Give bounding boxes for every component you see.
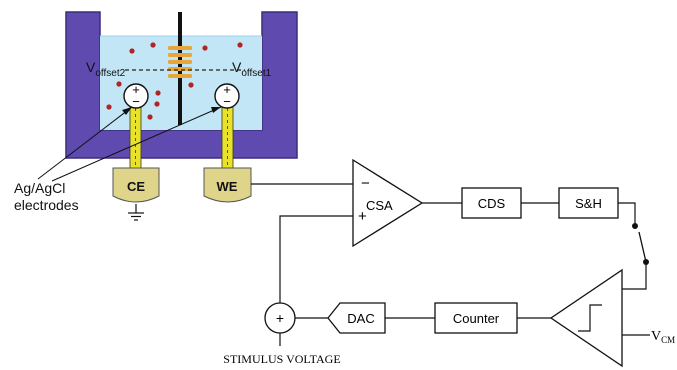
sample-hold-block: S&H	[558, 187, 619, 219]
vcm-label: VCM	[651, 329, 675, 345]
we-label: WE	[217, 179, 238, 194]
wires	[251, 183, 650, 346]
sh-label: S&H	[575, 196, 602, 211]
ion	[202, 45, 208, 51]
voffset2-source: + −	[123, 82, 149, 109]
ion	[150, 42, 156, 48]
annotation-line1: Ag/AgCl	[14, 180, 65, 196]
csa-amplifier: − + CSA	[352, 158, 424, 248]
ground-icon	[128, 204, 144, 221]
voffset2-minus-sign: −	[132, 94, 140, 109]
voffset1-source: + −	[214, 82, 240, 109]
annotation-arrow-ce	[37, 106, 133, 180]
annotation-arrow-we	[51, 106, 222, 182]
electrode-bath: + − + − Voffset2 Voffset1	[65, 11, 298, 169]
cds-label: CDS	[478, 196, 506, 211]
summer-sign: +	[276, 310, 284, 326]
ion	[106, 104, 112, 110]
csa-minus: −	[361, 175, 370, 192]
ion	[129, 48, 135, 54]
hysteresis-icon	[578, 304, 602, 332]
voffset1-label: Voffset1	[232, 59, 272, 79]
switch-icon	[632, 223, 649, 265]
ion	[155, 90, 161, 96]
we-connector: WE	[203, 167, 252, 203]
arrow-head	[211, 107, 221, 113]
voffset2-plus-sign: +	[132, 82, 140, 97]
annotation-line2: electrodes	[14, 197, 79, 213]
voffset1-minus-sign: −	[223, 94, 231, 109]
arrow-head	[122, 107, 132, 115]
stimulus-voltage-label: STIMULUS VOLTAGE	[223, 352, 340, 366]
counter-block: Counter	[434, 302, 518, 334]
csa-label: CSA	[366, 198, 393, 213]
counter-label: Counter	[453, 311, 500, 326]
ce-connector: CE	[112, 167, 160, 203]
voffset1-plus-sign: +	[223, 82, 231, 97]
ce-label: CE	[127, 179, 145, 194]
csa-plus: +	[358, 208, 367, 225]
dac-block: DAC	[327, 302, 386, 334]
voffset2-label: Voffset2	[86, 59, 126, 79]
ion	[154, 101, 160, 107]
ion	[147, 114, 153, 120]
stimulus-summer: +	[264, 302, 296, 334]
ion	[188, 82, 194, 88]
ion	[237, 42, 243, 48]
comparator: VCM	[549, 268, 675, 368]
dac-label: DAC	[347, 311, 374, 326]
ion	[116, 81, 122, 87]
cds-block: CDS	[461, 187, 522, 219]
ions	[106, 42, 243, 120]
electrode-annotation: Ag/AgCl electrodes	[14, 106, 222, 213]
